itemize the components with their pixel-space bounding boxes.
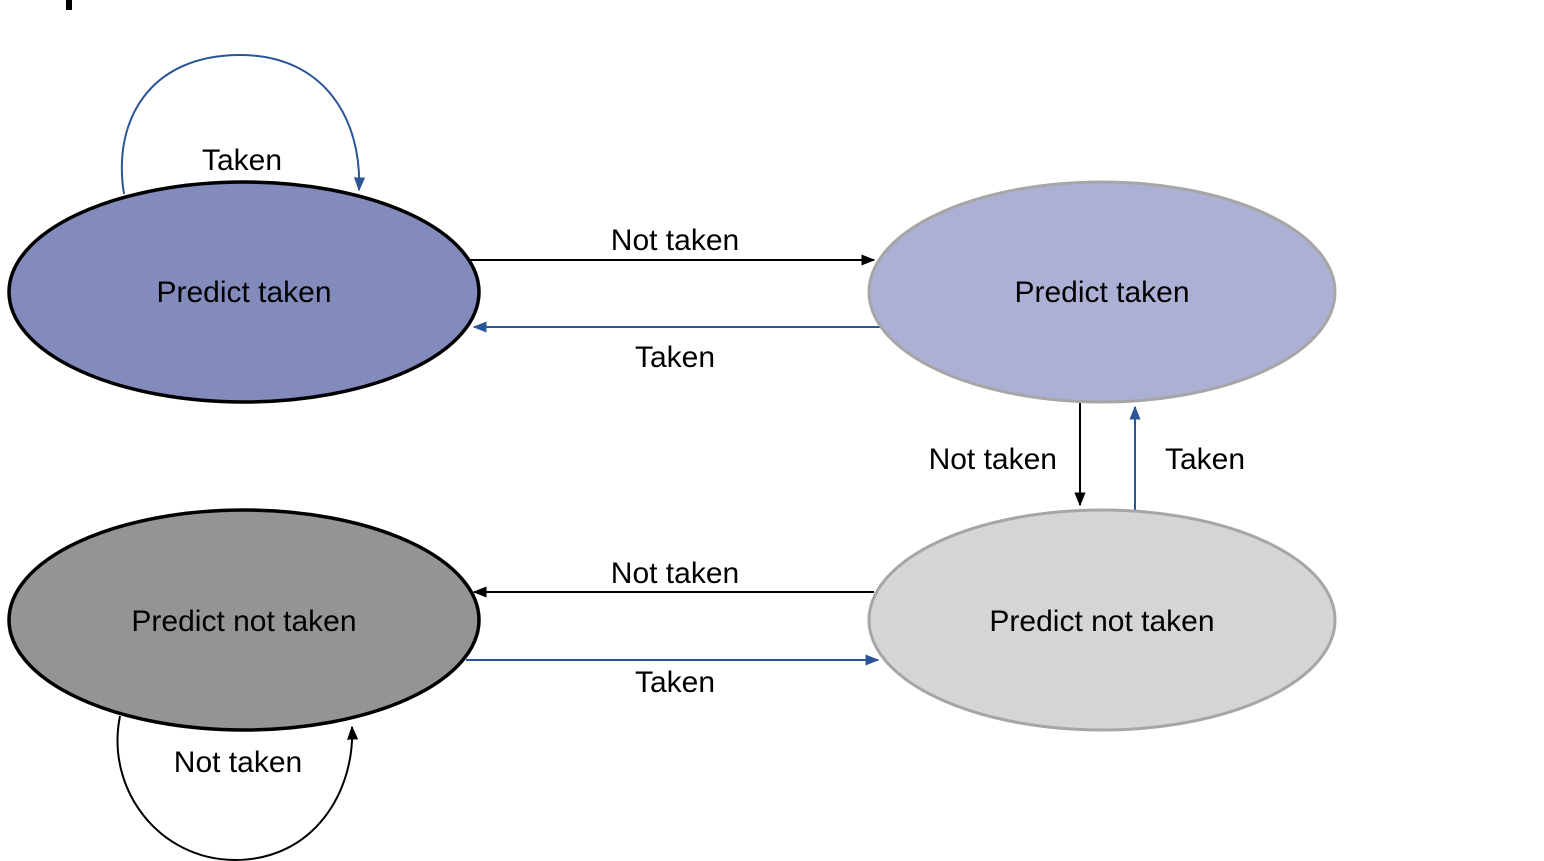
edge-strong-not-taken-self: [116, 715, 359, 861]
state-weak-not-taken-label: Predict not taken: [989, 605, 1214, 638]
label-strong-not-taken-self: Not taken: [174, 746, 302, 779]
label-weak-not-taken-to-strong-not-taken: Not taken: [611, 557, 739, 590]
label-weak-taken-to-strong-taken: Taken: [635, 341, 715, 374]
state-weak-taken: Predict taken: [867, 180, 1337, 404]
state-weak-taken-label: Predict taken: [1014, 276, 1189, 309]
edge-strong-taken-self: [120, 53, 366, 195]
state-weak-not-taken: Predict not taken: [867, 508, 1337, 732]
state-weak-taken-shape: [867, 180, 1337, 404]
state-strong-taken-label: Predict taken: [156, 276, 331, 309]
state-strong-taken: Predict taken: [7, 180, 481, 404]
label-strong-taken-self: Taken: [202, 144, 282, 177]
corner-mark: [66, 0, 72, 10]
state-strong-not-taken: Predict not taken: [7, 508, 481, 732]
state-strong-not-taken-label: Predict not taken: [131, 605, 356, 638]
label-weak-taken-to-weak-not-taken: Not taken: [929, 443, 1057, 476]
label-strong-not-taken-to-weak-not-taken: Taken: [635, 666, 715, 699]
state-strong-taken-shape: [7, 180, 481, 404]
state-strong-not-taken-shape: [7, 508, 481, 732]
state-weak-not-taken-shape: [867, 508, 1337, 732]
label-weak-not-taken-to-weak-taken: Taken: [1165, 443, 1245, 476]
label-strong-taken-to-weak-taken: Not taken: [611, 224, 739, 257]
